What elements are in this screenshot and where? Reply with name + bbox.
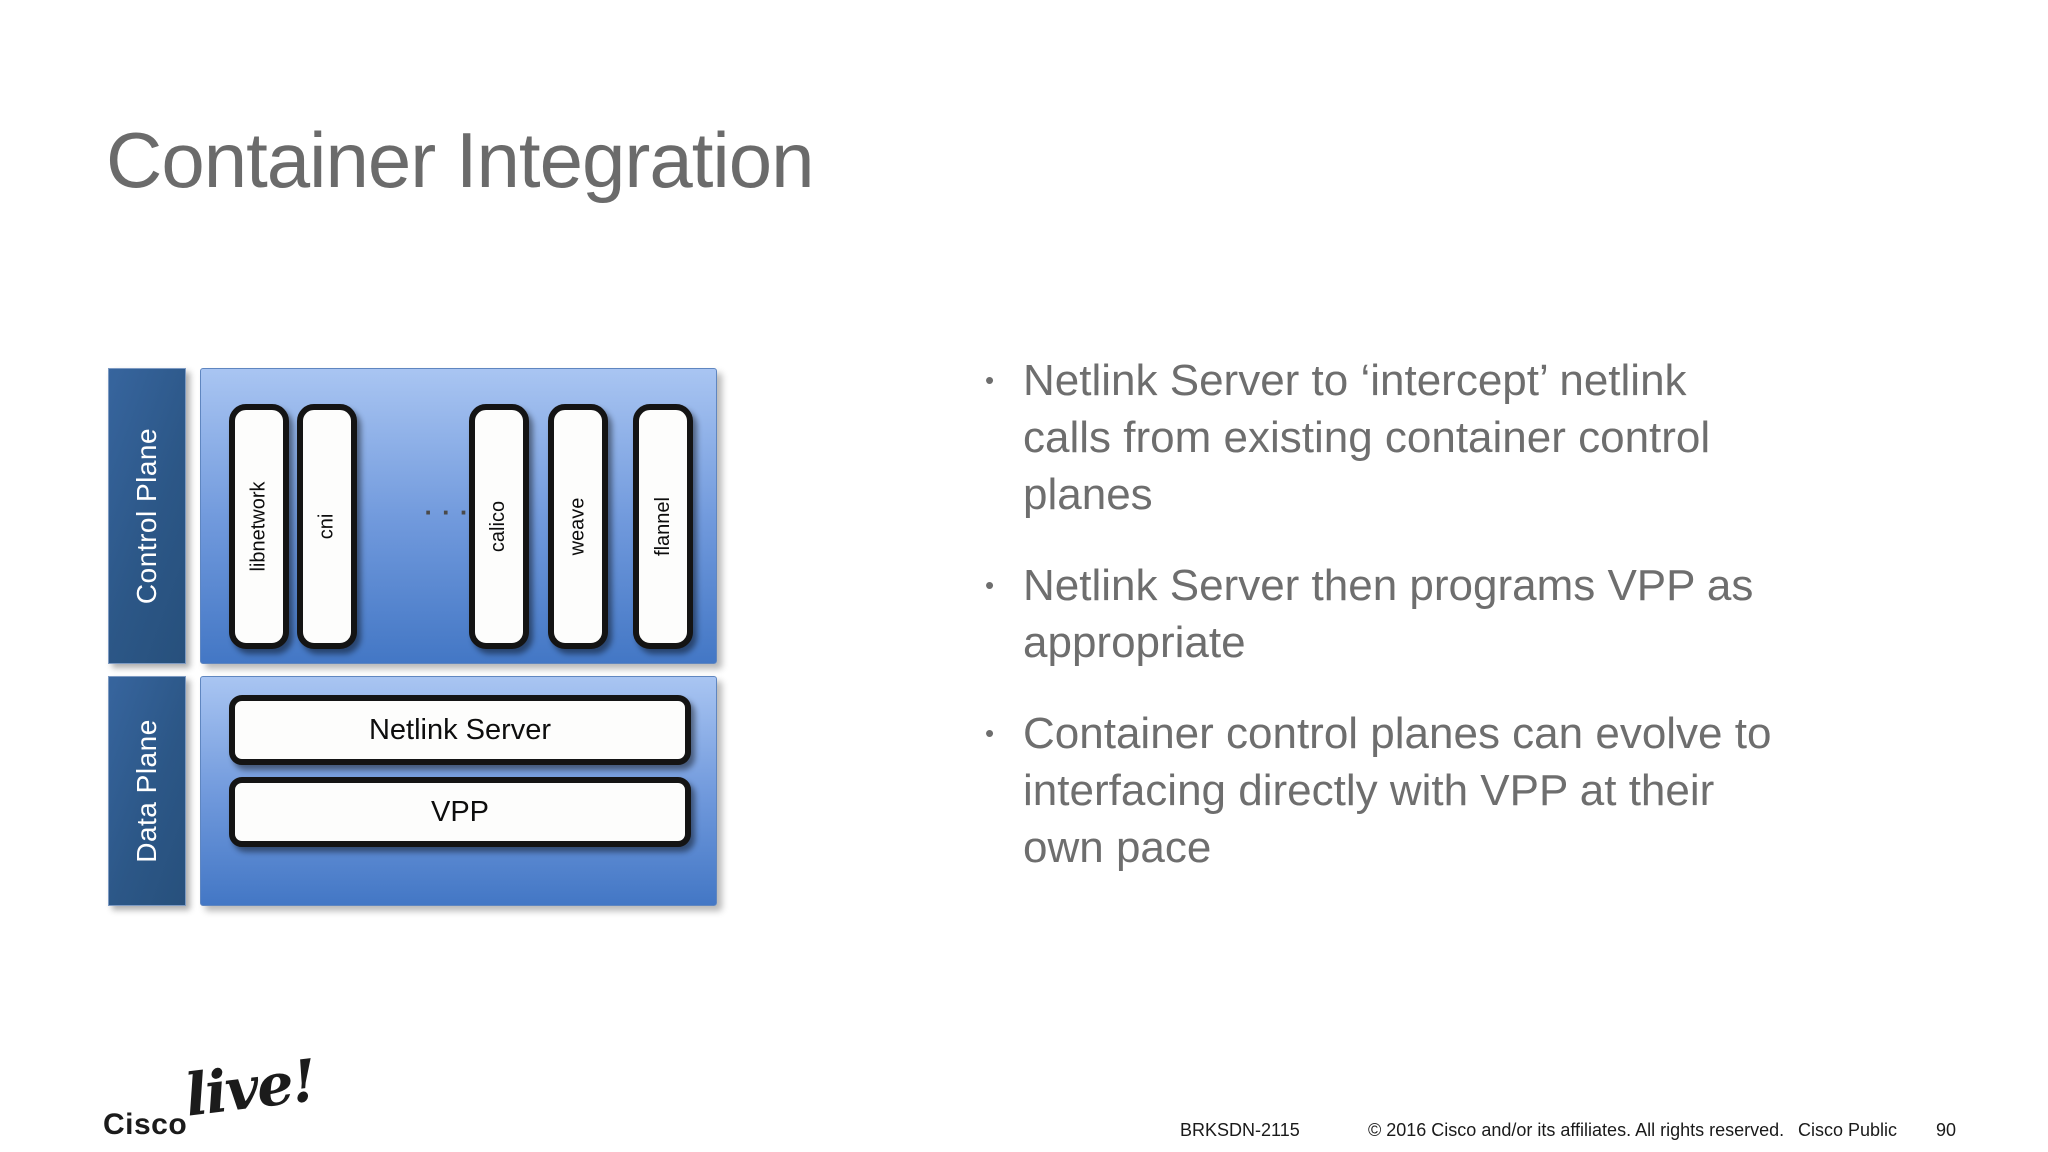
data-plane-panel: Netlink Server VPP xyxy=(200,676,717,906)
pill-calico: calico xyxy=(469,404,529,649)
bullet-item-1: • Netlink Server to ‘intercept’ netlink … xyxy=(985,352,1965,523)
pill-flannel: flannel xyxy=(633,404,693,649)
vpp-box-label: VPP xyxy=(430,795,490,828)
bullet-marker: • xyxy=(985,365,995,395)
footer-copyright: © 2016 Cisco and/or its affiliates. All … xyxy=(1368,1120,1785,1140)
ellipsis-dots: ··· xyxy=(424,497,478,527)
bullet-list: • Netlink Server to ‘intercept’ netlink … xyxy=(985,352,1965,910)
pill-calico-label: calico xyxy=(487,500,510,553)
pill-weave-label: weave xyxy=(566,497,589,556)
bullet-item-2: • Netlink Server then programs VPP as ap… xyxy=(985,557,1965,671)
bullet-item-3: • Container control planes can evolve to… xyxy=(985,705,1965,876)
footer-classification: Cisco Public xyxy=(1798,1120,1898,1140)
bullet-marker: • xyxy=(985,718,995,748)
pill-flannel-label: flannel xyxy=(651,497,674,556)
pill-cni: cni xyxy=(297,404,357,649)
container-integration-diagram: Control Plane Data Plane libnetwork cni … xyxy=(108,368,748,928)
live-script-wordmark: live! xyxy=(181,1046,319,1130)
data-plane-label: Data Plane xyxy=(108,676,186,906)
page-title: Container Integration xyxy=(106,116,814,204)
netlink-server-box-label: Netlink Server xyxy=(368,713,552,746)
cisco-wordmark: Cisco xyxy=(103,1108,188,1141)
netlink-server-box: Netlink Server xyxy=(229,695,691,765)
control-plane-panel: libnetwork cni ··· calico weave flannel xyxy=(200,368,717,664)
pill-weave: weave xyxy=(548,404,608,649)
vpp-box: VPP xyxy=(229,777,691,847)
control-plane-label: Control Plane xyxy=(108,368,186,664)
pill-libnetwork-label: libnetwork xyxy=(247,481,270,572)
bullet-text-2: Netlink Server then programs VPP as appr… xyxy=(1023,561,1754,667)
control-plane-label-text: Control Plane xyxy=(131,427,162,605)
bullet-text-3: Container control planes can evolve to i… xyxy=(1023,709,1772,872)
pill-libnetwork: libnetwork xyxy=(229,404,289,649)
bullet-marker: • xyxy=(985,570,995,600)
footer-session-id: BRKSDN-2115 xyxy=(1180,1120,1300,1140)
data-plane-label-text: Data Plane xyxy=(131,719,163,863)
bullet-text-1: Netlink Server to ‘intercept’ netlink ca… xyxy=(1023,356,1711,519)
cisco-live-logo: Cisco live! xyxy=(103,1046,343,1148)
pill-cni-label: cni xyxy=(315,513,338,540)
footer-page-number: 90 xyxy=(1936,1120,1957,1140)
